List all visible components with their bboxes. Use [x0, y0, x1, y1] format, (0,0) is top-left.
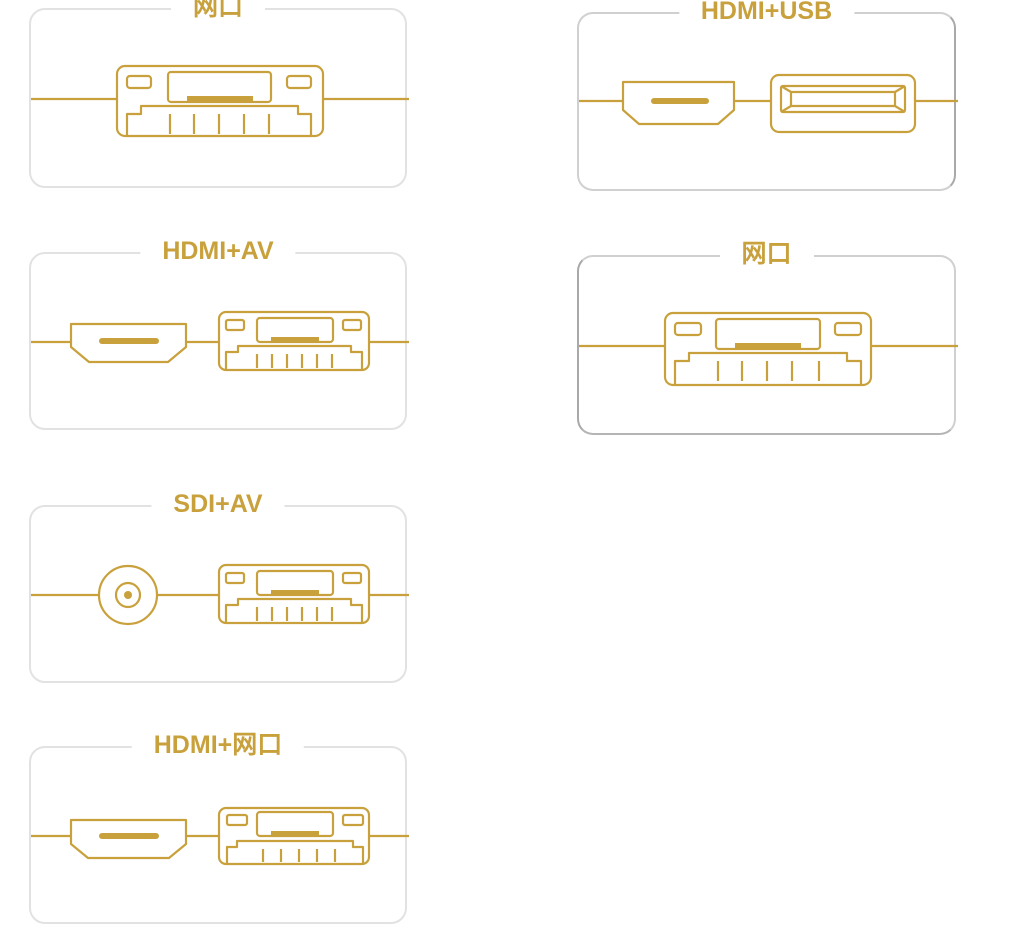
av-icon — [217, 563, 371, 625]
hdmi-av-ports — [31, 310, 409, 372]
card-network: 网口 — [29, 0, 409, 188]
sdi-icon — [97, 564, 159, 626]
av-icon — [217, 310, 371, 372]
hdmi-icon — [69, 322, 188, 364]
card-title: HDMI+AV — [140, 234, 296, 268]
usb-icon — [769, 73, 917, 134]
sdi-av-ports — [31, 563, 409, 626]
card-title: HDMI+USB — [678, 0, 855, 28]
hdmi-icon — [69, 818, 188, 860]
hdmi-usb-ports — [579, 73, 958, 134]
card-title: HDMI+网口 — [131, 728, 305, 762]
card-title: 网口 — [170, 0, 266, 24]
rj45-icon — [31, 64, 409, 138]
card-title: 网口 — [719, 237, 814, 271]
rj45-icon — [579, 311, 958, 387]
card-hdmi-usb: HDMI+USB — [577, 0, 958, 191]
card-sdi-av: SDI+AV — [29, 487, 409, 683]
card-network-2: 网口 — [577, 237, 958, 435]
rj45-icon — [217, 806, 371, 866]
card-hdmi-av: HDMI+AV — [29, 234, 409, 430]
card-hdmi-network: HDMI+网口 — [29, 728, 409, 924]
card-title: SDI+AV — [151, 487, 285, 521]
hdmi-icon — [621, 80, 736, 126]
hdmi-network-ports — [31, 806, 409, 866]
